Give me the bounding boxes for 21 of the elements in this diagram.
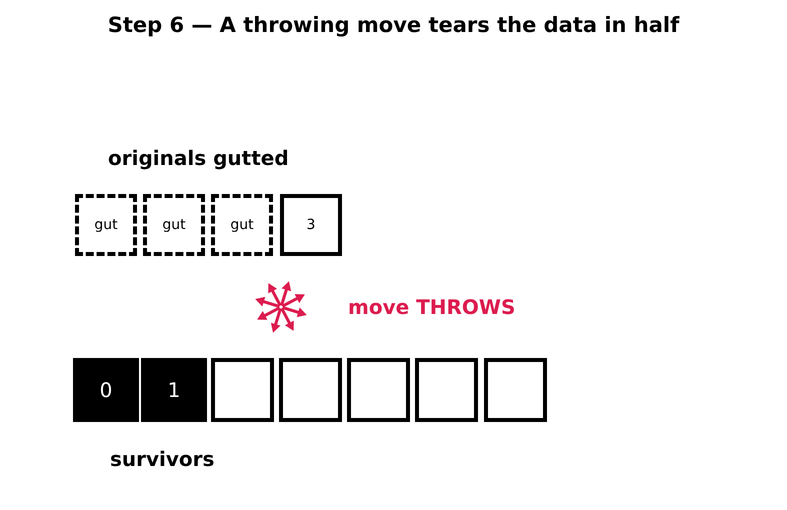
array-cell [484,358,547,422]
cell-value: 1 [168,380,180,400]
filled-cell [141,358,207,422]
array-cell [280,194,342,256]
cell-value: gut [230,218,254,232]
array-cell [347,358,410,422]
gutted-cell [75,194,137,256]
array-cell [415,358,478,422]
filled-cell [73,358,139,422]
row-label: survivors [110,447,214,471]
row-label: originals gutted [108,146,289,170]
gutted-cell [211,194,273,256]
cell-value: 3 [306,218,316,232]
diagram-title: Step 6 — A throwing move tears the data in half [106,12,680,39]
gutted-cell [143,194,205,256]
status-label: move THROWS [348,295,516,319]
cell-value: gut [162,218,186,232]
cell-value: 0 [100,380,112,400]
array-cell [279,358,342,422]
cell-value: gut [94,218,118,232]
array-cell [211,358,274,422]
